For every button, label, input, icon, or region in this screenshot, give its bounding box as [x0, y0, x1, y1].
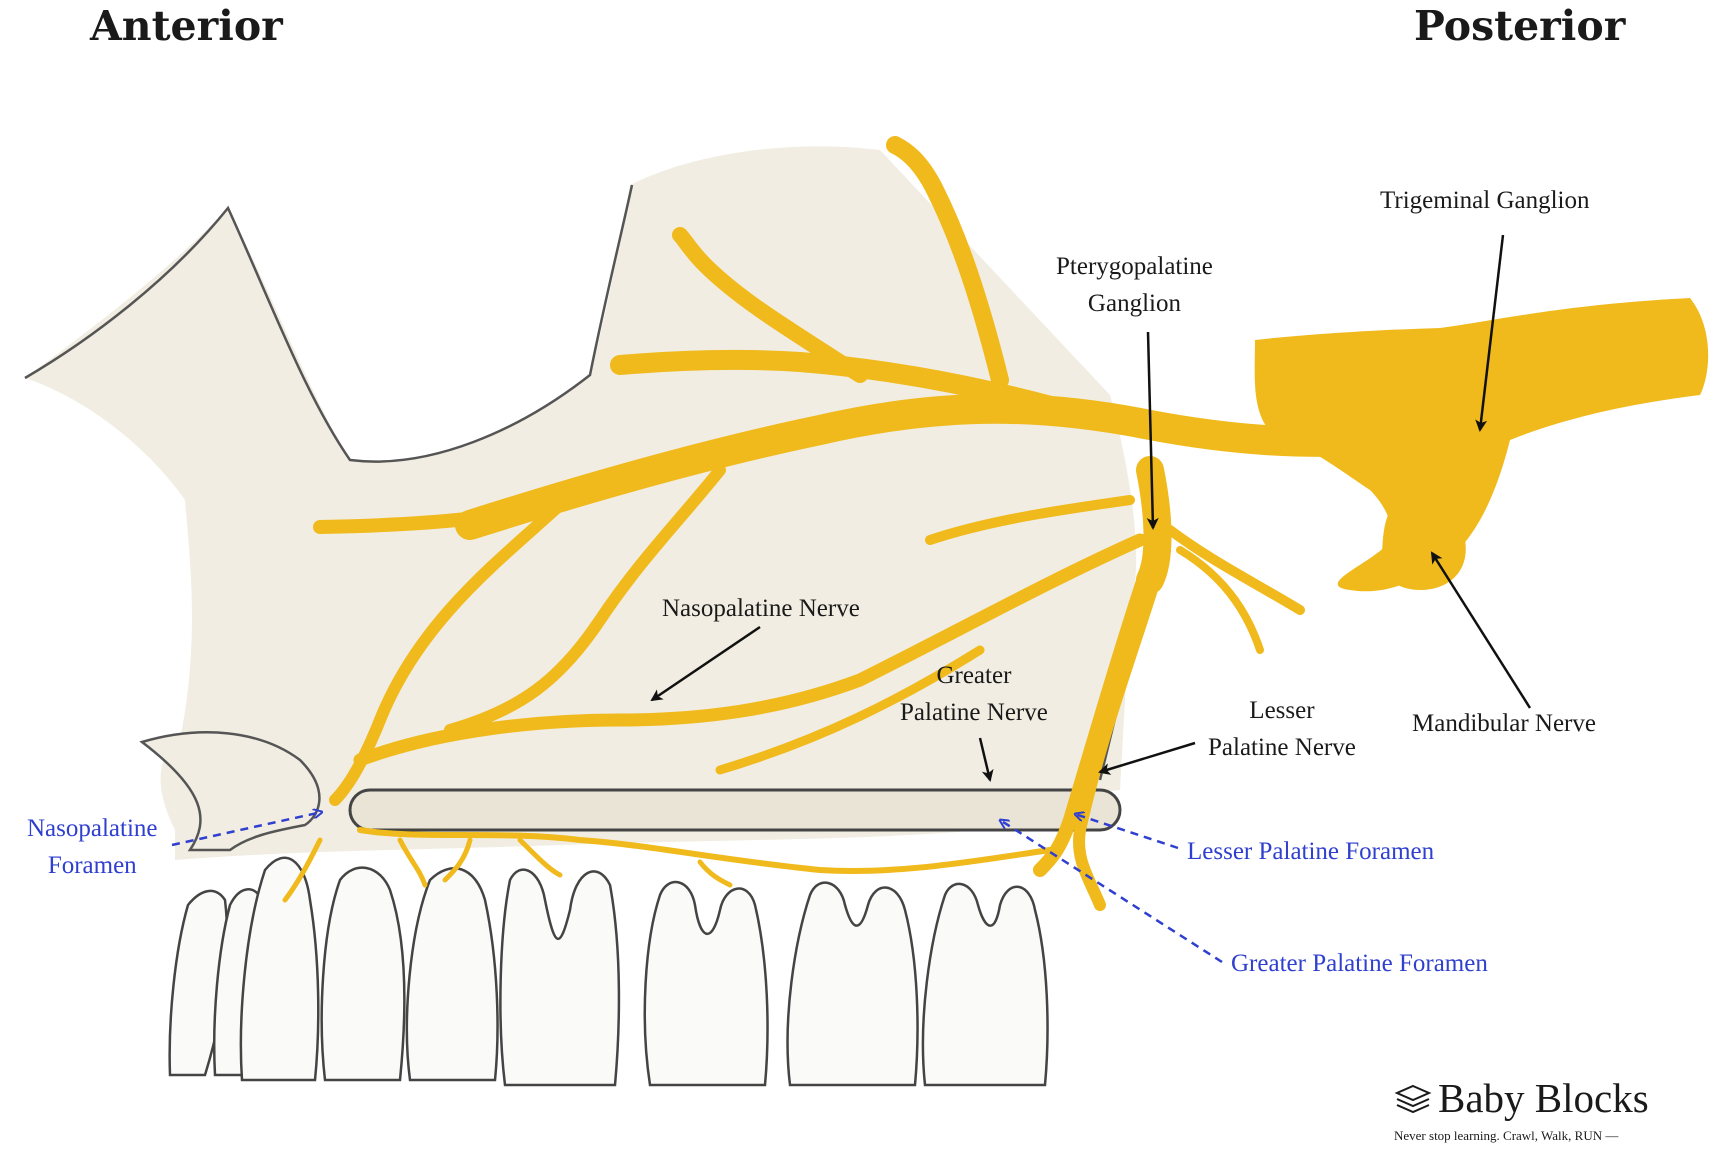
nerve-branch-mid — [925, 495, 1135, 545]
palatal-twigs-5 — [697, 859, 733, 888]
palatal-twigs-1 — [282, 837, 323, 903]
label-mandibular-nerve: Mandibular Nerve — [1412, 710, 1596, 737]
nerve-branch-lateral — [1165, 525, 1305, 615]
nerve-branch-lower-mid — [715, 645, 985, 775]
label-lesser-line-1: Lesser — [1249, 697, 1315, 724]
heading-anterior: Anterior — [90, 2, 283, 50]
label-nasopalatine-foramen: Nasopalatine Foramen — [27, 810, 158, 884]
tooth-7 — [643, 880, 769, 1087]
hard-palate — [348, 788, 1122, 832]
label-nasopalatine-nerve: Nasopalatine Nerve — [662, 595, 860, 622]
maxillary-nerve-trunk — [455, 393, 1395, 540]
label-lesser-line-2: Palatine Nerve — [1208, 734, 1356, 761]
arrow-nasopalatine-nerve — [650, 625, 761, 702]
nerve-branch-anterior — [313, 498, 567, 534]
arrows-blue — [171, 812, 1223, 964]
palatal-twigs-2 — [397, 837, 428, 888]
label-nasopalatine-foramen-line-2: Foramen — [47, 852, 137, 879]
tooth-6 — [499, 868, 621, 1087]
anterior-nasal-spine — [139, 731, 321, 852]
palatal-twigs-4 — [517, 837, 563, 878]
tooth-8 — [786, 881, 919, 1087]
brand-name: Baby Blocks — [1438, 1075, 1649, 1121]
arrows-black — [650, 234, 1532, 782]
nerve-branch-upper — [610, 349, 1110, 430]
mandibular-lobe-shape — [1381, 497, 1466, 590]
tooth-5 — [405, 867, 499, 1082]
label-greater-palatine-nerve: Greater Palatine Nerve — [900, 657, 1048, 731]
arrow-lesser-palatine-nerve — [1098, 741, 1196, 775]
label-trigeminal-ganglion: Trigeminal Ganglion — [1380, 187, 1590, 214]
brand-tagline: Never stop learning. Crawl, Walk, RUN — — [1394, 1128, 1619, 1143]
palatal-branches — [357, 827, 1053, 874]
heading-posterior: Posterior — [1414, 2, 1626, 50]
label-lesser-palatine-foramen: Lesser Palatine Foramen — [1187, 838, 1435, 865]
palatal-twigs-3 — [442, 837, 473, 883]
arrow-greater-palatine-foramen — [1000, 820, 1223, 964]
label-pterygopalatine-line-1: Pterygopalatine — [1056, 253, 1213, 280]
nerve-branch-vertical — [886, 136, 1009, 389]
nerve-branch-lateral-2 — [1176, 546, 1264, 654]
nerve-branch-top-left — [672, 227, 868, 383]
arrow-lesser-palatine-foramen — [1075, 814, 1179, 850]
label-greater-line-1: Greater — [936, 662, 1012, 689]
label-lesser-palatine-nerve: Lesser Palatine Nerve — [1208, 692, 1356, 766]
maxilla-outline-front — [24, 184, 634, 463]
label-greater-line-2: Palatine Nerve — [900, 699, 1048, 726]
tooth-4 — [320, 866, 406, 1082]
tooth-3 — [239, 856, 320, 1082]
trigeminal-ganglion-shape — [1254, 298, 1709, 592]
arrow-nasopalatine-foramen — [171, 812, 322, 847]
nasopalatine-nerve-path — [353, 533, 1147, 767]
teeth — [168, 856, 1049, 1087]
nerve-network — [282, 136, 1709, 911]
stack-blocks-icon — [1394, 1084, 1432, 1114]
nerve-branch-down-1 — [329, 499, 566, 806]
nerve-branch-down-2 — [444, 464, 726, 736]
tooth-9 — [921, 882, 1049, 1087]
arrow-pterygopalatine — [1146, 331, 1159, 530]
label-greater-palatine-foramen: Greater Palatine Foramen — [1231, 950, 1488, 977]
arrow-trigeminal — [1475, 234, 1505, 432]
arrow-mandibular — [1430, 551, 1532, 709]
label-pterygopalatine-ganglion: Pterygopalatine Ganglion — [1056, 248, 1213, 322]
label-pterygopalatine-line-2: Ganglion — [1087, 290, 1181, 317]
arrow-greater-palatine-nerve — [978, 737, 994, 782]
label-nasopalatine-foramen-line-1: Nasopalatine — [27, 815, 158, 842]
